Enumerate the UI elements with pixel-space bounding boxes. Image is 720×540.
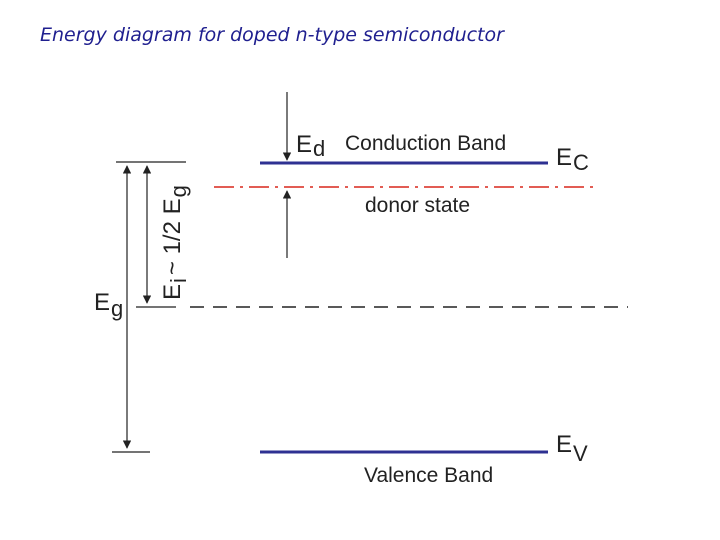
slide-title: Energy diagram for doped n-type semicond… (40, 24, 504, 46)
valence-band-label: Valence Band (364, 464, 493, 487)
ev-label: EV (556, 431, 588, 466)
ed-label: Ed (296, 131, 325, 161)
conduction-band-label: Conduction Band (345, 132, 506, 155)
ec-label: EC (556, 144, 589, 175)
donor-state-label: donor state (365, 194, 470, 217)
eg-label: Eg (94, 289, 123, 321)
ei-label: Ei~ 1/2 Eg (159, 185, 191, 300)
